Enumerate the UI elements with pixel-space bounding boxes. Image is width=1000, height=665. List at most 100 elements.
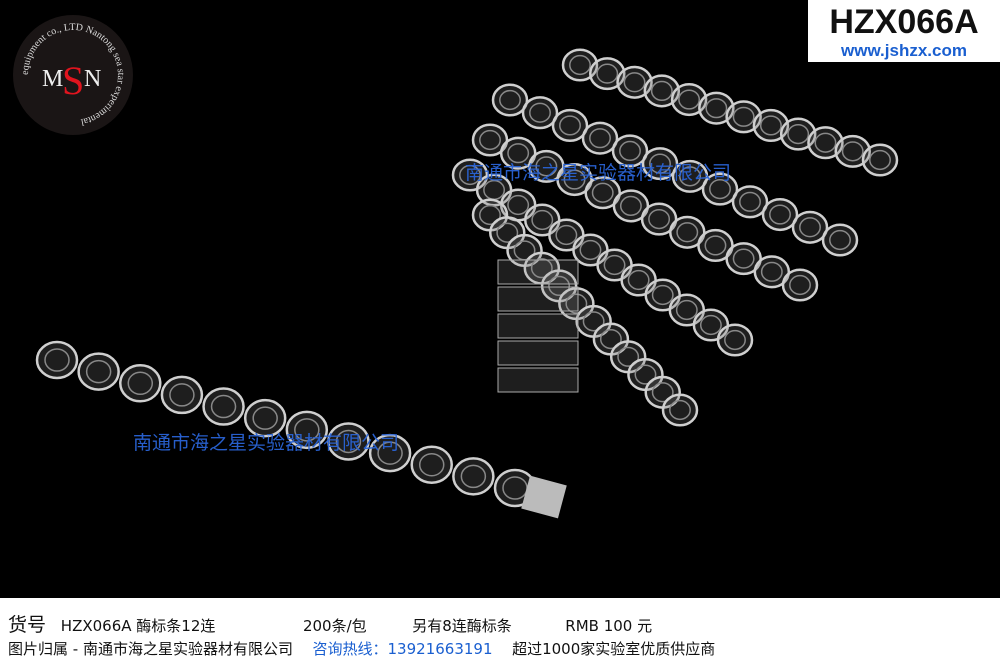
- well: [697, 228, 734, 263]
- well: [623, 72, 646, 93]
- well: [769, 204, 791, 225]
- well: [861, 143, 899, 177]
- well: [643, 74, 681, 108]
- svg-text:M: M: [42, 66, 63, 92]
- well: [452, 457, 495, 496]
- msn-logo: equipment co., LTD Nantong sea star expe…: [13, 15, 133, 135]
- well: [252, 406, 278, 430]
- well-strip-side: [497, 340, 579, 366]
- well: [603, 254, 626, 276]
- svg-text:N: N: [84, 66, 101, 92]
- well: [551, 108, 589, 143]
- well: [127, 371, 154, 396]
- well: [491, 83, 529, 117]
- well: [243, 398, 287, 438]
- well: [599, 328, 622, 350]
- well: [676, 222, 699, 243]
- product-badge: HZX066A www.jshzx.com: [808, 0, 1000, 62]
- well: [698, 91, 735, 125]
- well: [779, 117, 817, 151]
- well: [521, 96, 559, 130]
- well: [591, 182, 614, 203]
- well: [739, 191, 761, 212]
- well: [725, 100, 762, 134]
- well: [559, 115, 581, 136]
- website-link[interactable]: www.jshzx.com: [841, 41, 967, 60]
- well: [709, 178, 731, 200]
- well: [678, 89, 701, 110]
- well: [327, 422, 370, 461]
- well: [634, 364, 657, 385]
- well: [499, 89, 521, 111]
- well: [669, 215, 706, 249]
- well-strip-side: [497, 367, 579, 393]
- well: [753, 255, 791, 289]
- well: [627, 269, 650, 291]
- well: [160, 375, 204, 415]
- well: [169, 383, 195, 407]
- well: [679, 166, 701, 187]
- well: [699, 314, 722, 336]
- well: [535, 156, 558, 177]
- well: [565, 293, 588, 314]
- well: [869, 149, 891, 171]
- well: [589, 128, 611, 149]
- well: [563, 169, 586, 190]
- well: [202, 387, 245, 426]
- well: [787, 123, 810, 145]
- well: [701, 172, 739, 206]
- well: [841, 141, 864, 162]
- well: [528, 149, 565, 183]
- well: [210, 394, 237, 419]
- watermark: 南通市海之星实验器材有限公司: [133, 432, 400, 454]
- well: [799, 217, 821, 238]
- well: [479, 204, 501, 226]
- well: [789, 274, 811, 296]
- well: [725, 242, 762, 276]
- elisa-strips-image: [35, 48, 899, 519]
- well: [612, 189, 650, 223]
- well: [368, 433, 412, 473]
- svg-text:S: S: [62, 58, 84, 103]
- product-code: HZX066A: [829, 3, 979, 41]
- well: [670, 82, 708, 117]
- well: [561, 48, 599, 82]
- well: [589, 57, 626, 91]
- hotline: 咨询热线：13921663191: [312, 640, 493, 658]
- well: [791, 210, 829, 244]
- well: [724, 329, 746, 351]
- well: [119, 364, 162, 403]
- well: [716, 323, 754, 357]
- well: [35, 340, 79, 380]
- well: [781, 268, 819, 302]
- well: [77, 352, 120, 391]
- well: [611, 134, 649, 168]
- well: [616, 65, 653, 99]
- well: [617, 346, 640, 367]
- well: [499, 136, 537, 170]
- well: [294, 418, 320, 442]
- well: [732, 106, 755, 127]
- well: [410, 445, 453, 484]
- well: [731, 185, 769, 219]
- well: [548, 275, 571, 297]
- well: [556, 162, 593, 197]
- well: [582, 311, 605, 332]
- well: [507, 194, 530, 216]
- well: [581, 121, 619, 155]
- well: [752, 108, 790, 143]
- well: [596, 63, 619, 84]
- well: [705, 98, 728, 119]
- strip-tab: [521, 475, 567, 519]
- well-strip-side: [497, 259, 579, 285]
- item-label: 货号: [8, 614, 47, 636]
- well: [648, 208, 671, 230]
- well: [640, 202, 678, 236]
- price: RMB 100 元: [565, 617, 653, 635]
- well: [335, 429, 362, 454]
- well: [760, 261, 783, 282]
- well: [531, 209, 554, 231]
- well: [821, 223, 859, 257]
- info-footer: 货号 HZX066A 酶标条12连 200条/包 另有8连酶标条 RMB 100…: [0, 598, 1000, 665]
- well-strip-side: [497, 286, 579, 312]
